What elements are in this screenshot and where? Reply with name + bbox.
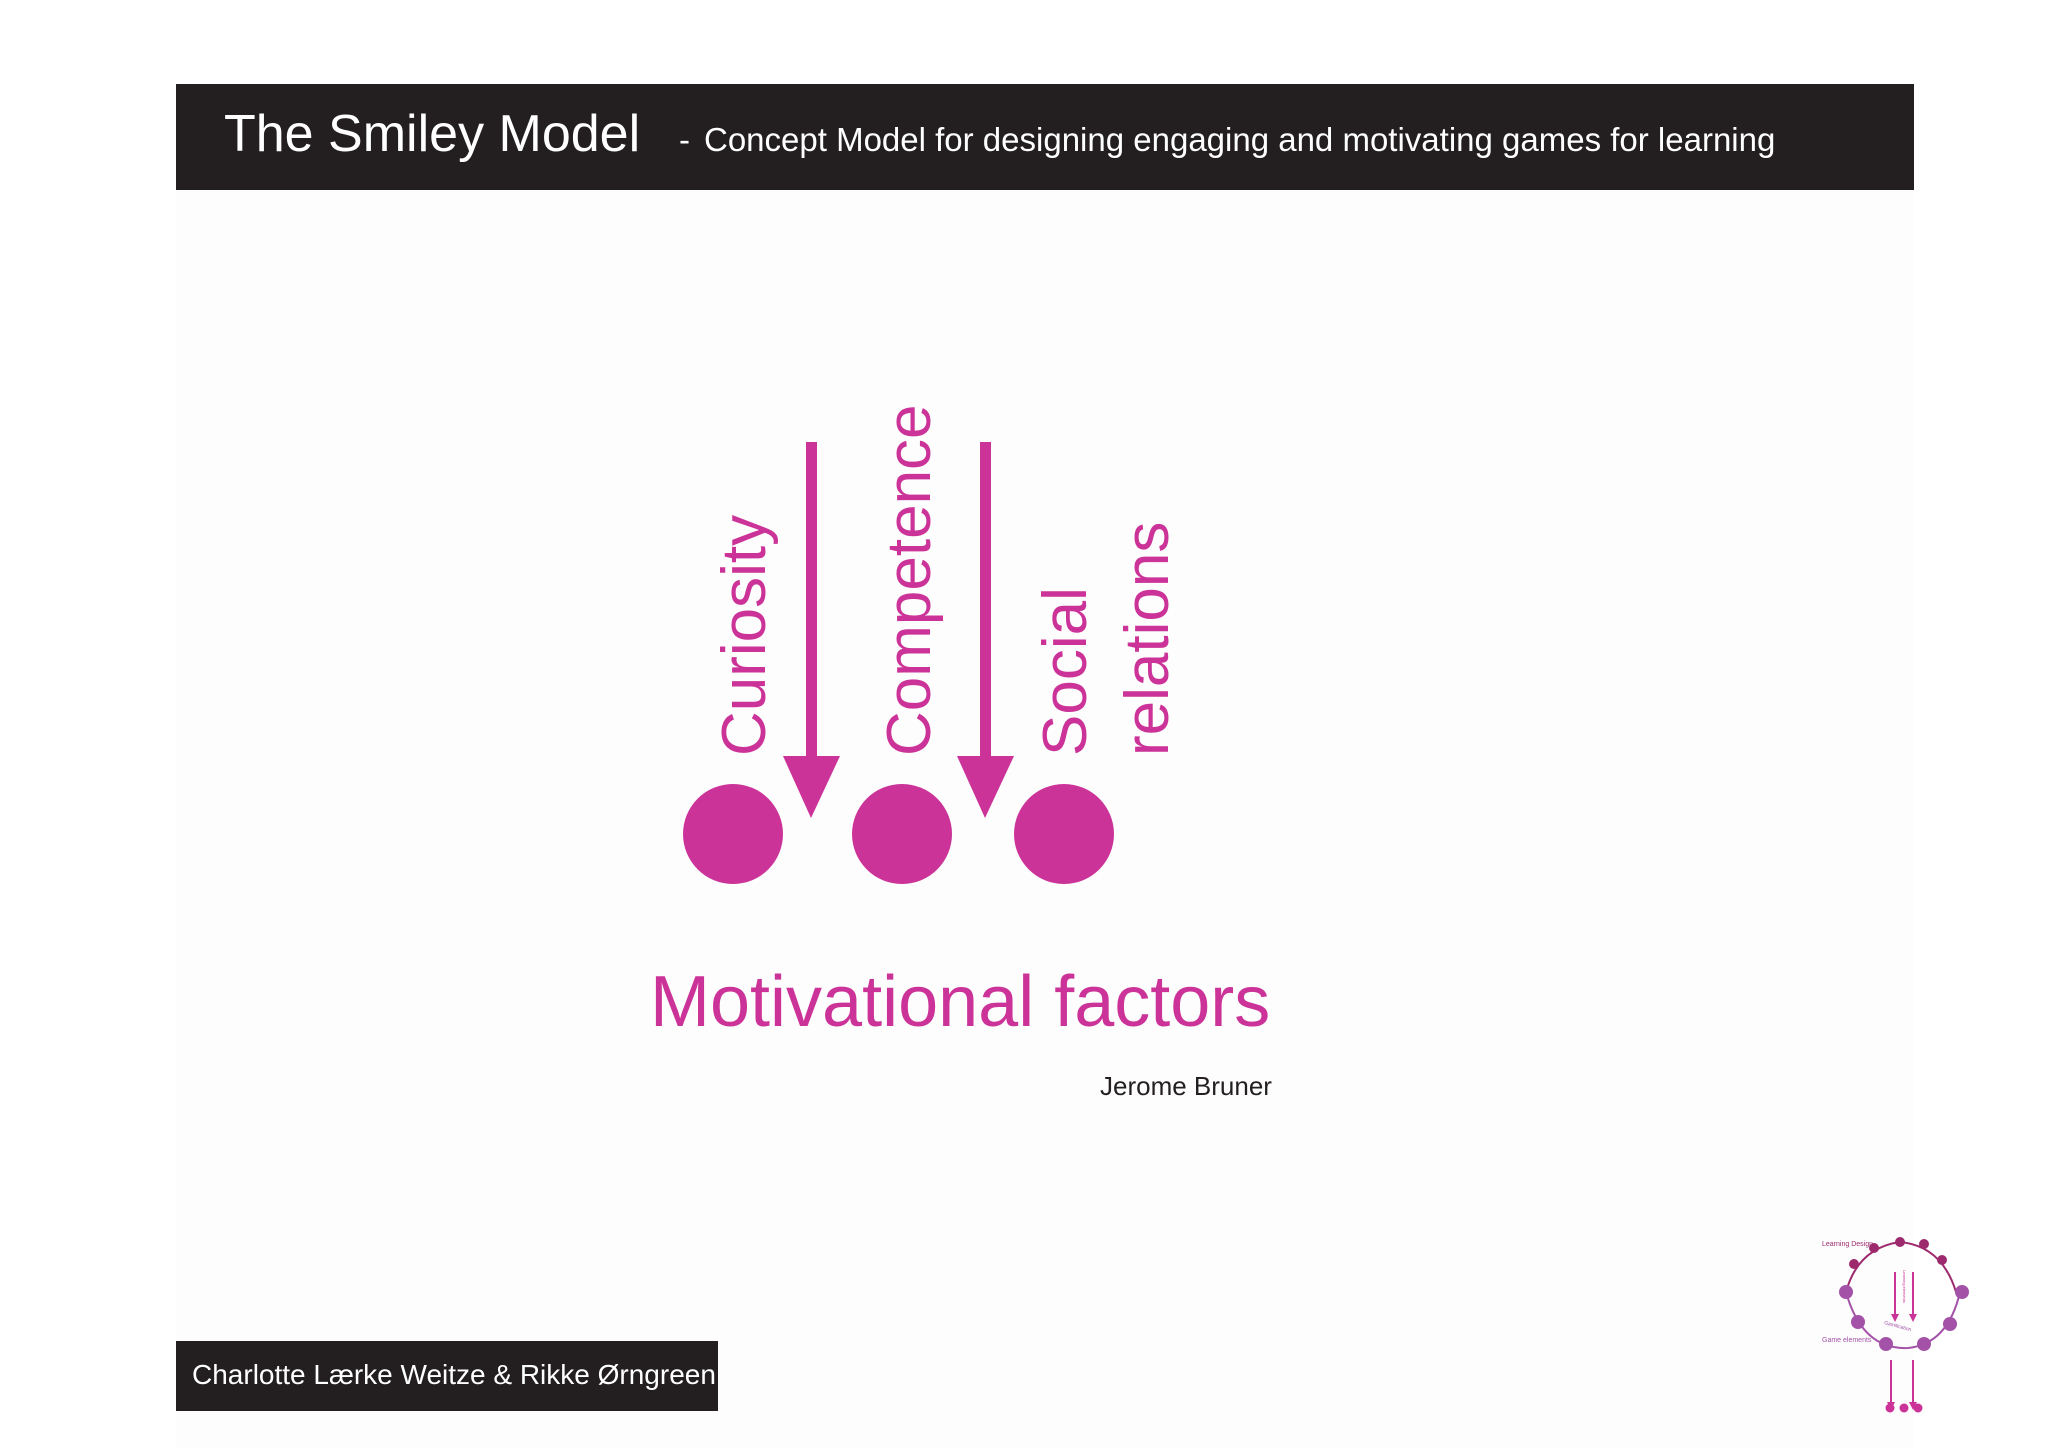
thumbnail-label-learning-design: Learning Design [1822, 1241, 1873, 1248]
footer-authors: Charlotte Lærke Weitze & Rikke Ørngreen [192, 1359, 716, 1390]
factor-label-curiosity: Curiosity [710, 515, 779, 756]
thumbnail-inner-arrows [1891, 1272, 1917, 1322]
factor-label-relations: relations [1113, 522, 1182, 756]
factor-label-competence: Competence [875, 404, 944, 756]
author-credit: Jerome Bruner [1100, 1071, 1272, 1101]
down-arrow-2 [957, 442, 1014, 818]
thumbnail-label-gamification: Gamification [1883, 1320, 1912, 1333]
circle-competence [852, 784, 952, 884]
title-separator: - [679, 121, 690, 158]
slide-title: The Smiley Model [224, 105, 641, 163]
footer-bar: Charlotte Lærke Weitze & Rikke Ørngreen [176, 1341, 718, 1411]
title-bar: The Smiley Model - Concept Model for des… [176, 84, 1914, 190]
circle-curiosity [683, 784, 783, 884]
slide-background [176, 84, 1914, 1448]
slide-subtitle: Concept Model for designing engaging and… [704, 121, 1776, 158]
thumbnail-label-learning-elements: Learning elements [1902, 1270, 1907, 1303]
thumbnail-bottom-arrows [1885, 1360, 1923, 1413]
thumbnail-upper-dots [1849, 1237, 1947, 1269]
down-arrow-1 [783, 442, 840, 818]
thumbnail-lower-dots [1839, 1285, 1969, 1351]
circle-social-relations [1014, 784, 1114, 884]
thumbnail-label-game-elements: Game elements [1822, 1337, 1872, 1344]
thumbnail-upper-arc [1845, 1240, 1957, 1293]
factor-label-social: Social [1031, 587, 1100, 756]
diagram-heading: Motivational factors [650, 962, 1270, 1042]
smiley-model-thumbnail: Learning Design Game elements Gamificati… [1822, 1237, 1969, 1413]
